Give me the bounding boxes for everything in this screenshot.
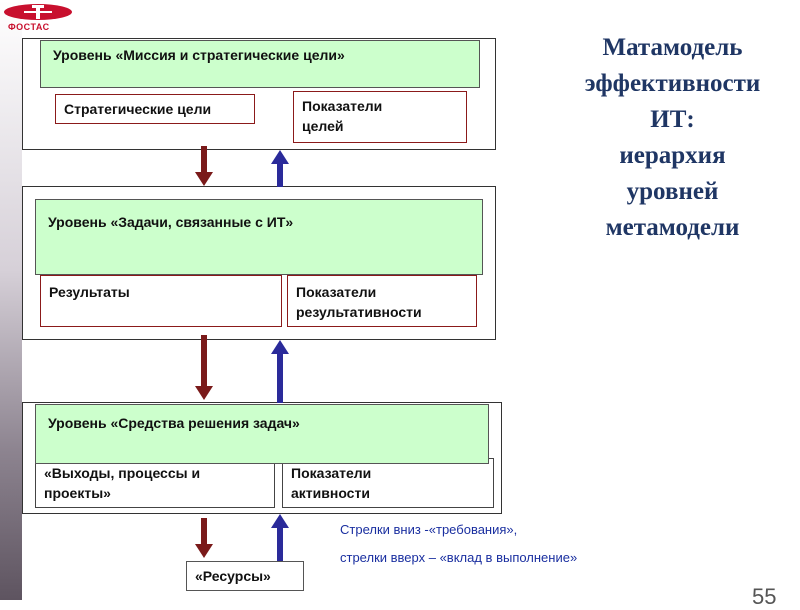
up-arrow-1 [271, 150, 289, 187]
title-line-3: ИТ: [650, 106, 695, 133]
down-arrow-1 [195, 146, 213, 186]
results-cell: Результаты [40, 275, 282, 327]
effectiveness-indicators-line1: Показатели [296, 284, 377, 300]
title-line-4: иерархия [619, 142, 726, 169]
effectiveness-indicators-cell: Показатели результативности [287, 275, 477, 327]
level-3-header: Уровень «Средства решения задач» [35, 404, 489, 464]
arrows-note-line2: стрелки вверх – «вклад в выполнение» [340, 550, 578, 565]
goal-indicators-line1: Показатели [302, 98, 383, 114]
goal-indicators-line2: целей [302, 118, 344, 134]
strategic-goals-cell: Стратегические цели [55, 94, 255, 124]
title-line-1: Матамодель [602, 34, 743, 61]
title-line-6: метамодели [605, 214, 740, 241]
activity-indicators-line1: Показатели [291, 465, 372, 481]
page-number: 55 [752, 584, 777, 609]
outputs-processes-line1: «Выходы, процессы и [44, 465, 201, 481]
title-line-5: уровней [626, 178, 719, 205]
down-arrow-3 [195, 518, 213, 558]
outputs-processes-line2: проекты» [44, 485, 111, 501]
activity-indicators-line2: активности [291, 485, 370, 501]
level-1-header: Уровень «Миссия и стратегические цели» [40, 40, 480, 88]
activity-indicators-cell: Показатели активности [282, 458, 494, 508]
logo-text: ФОСТАС [8, 22, 50, 32]
title-line-2: эффективности [584, 70, 761, 97]
effectiveness-indicators-line2: результативности [296, 304, 422, 320]
logo-emblem-icon [4, 4, 72, 20]
up-arrow-2 [271, 340, 289, 403]
left-gradient-bar [0, 0, 22, 600]
resources-cell: «Ресурсы» [186, 561, 304, 591]
arrows-note-line1: Стрелки вниз -«требования», [340, 522, 518, 537]
level-2-header: Уровень «Задачи, связанные с ИТ» [35, 199, 483, 275]
goal-indicators-cell: Показатели целей [293, 91, 467, 143]
slide-title: Матамодель эффективности ИТ: иерархия ур… [560, 30, 785, 246]
up-arrow-3 [271, 514, 289, 561]
company-logo: ФОСТАС [2, 2, 80, 32]
down-arrow-2 [195, 335, 213, 400]
